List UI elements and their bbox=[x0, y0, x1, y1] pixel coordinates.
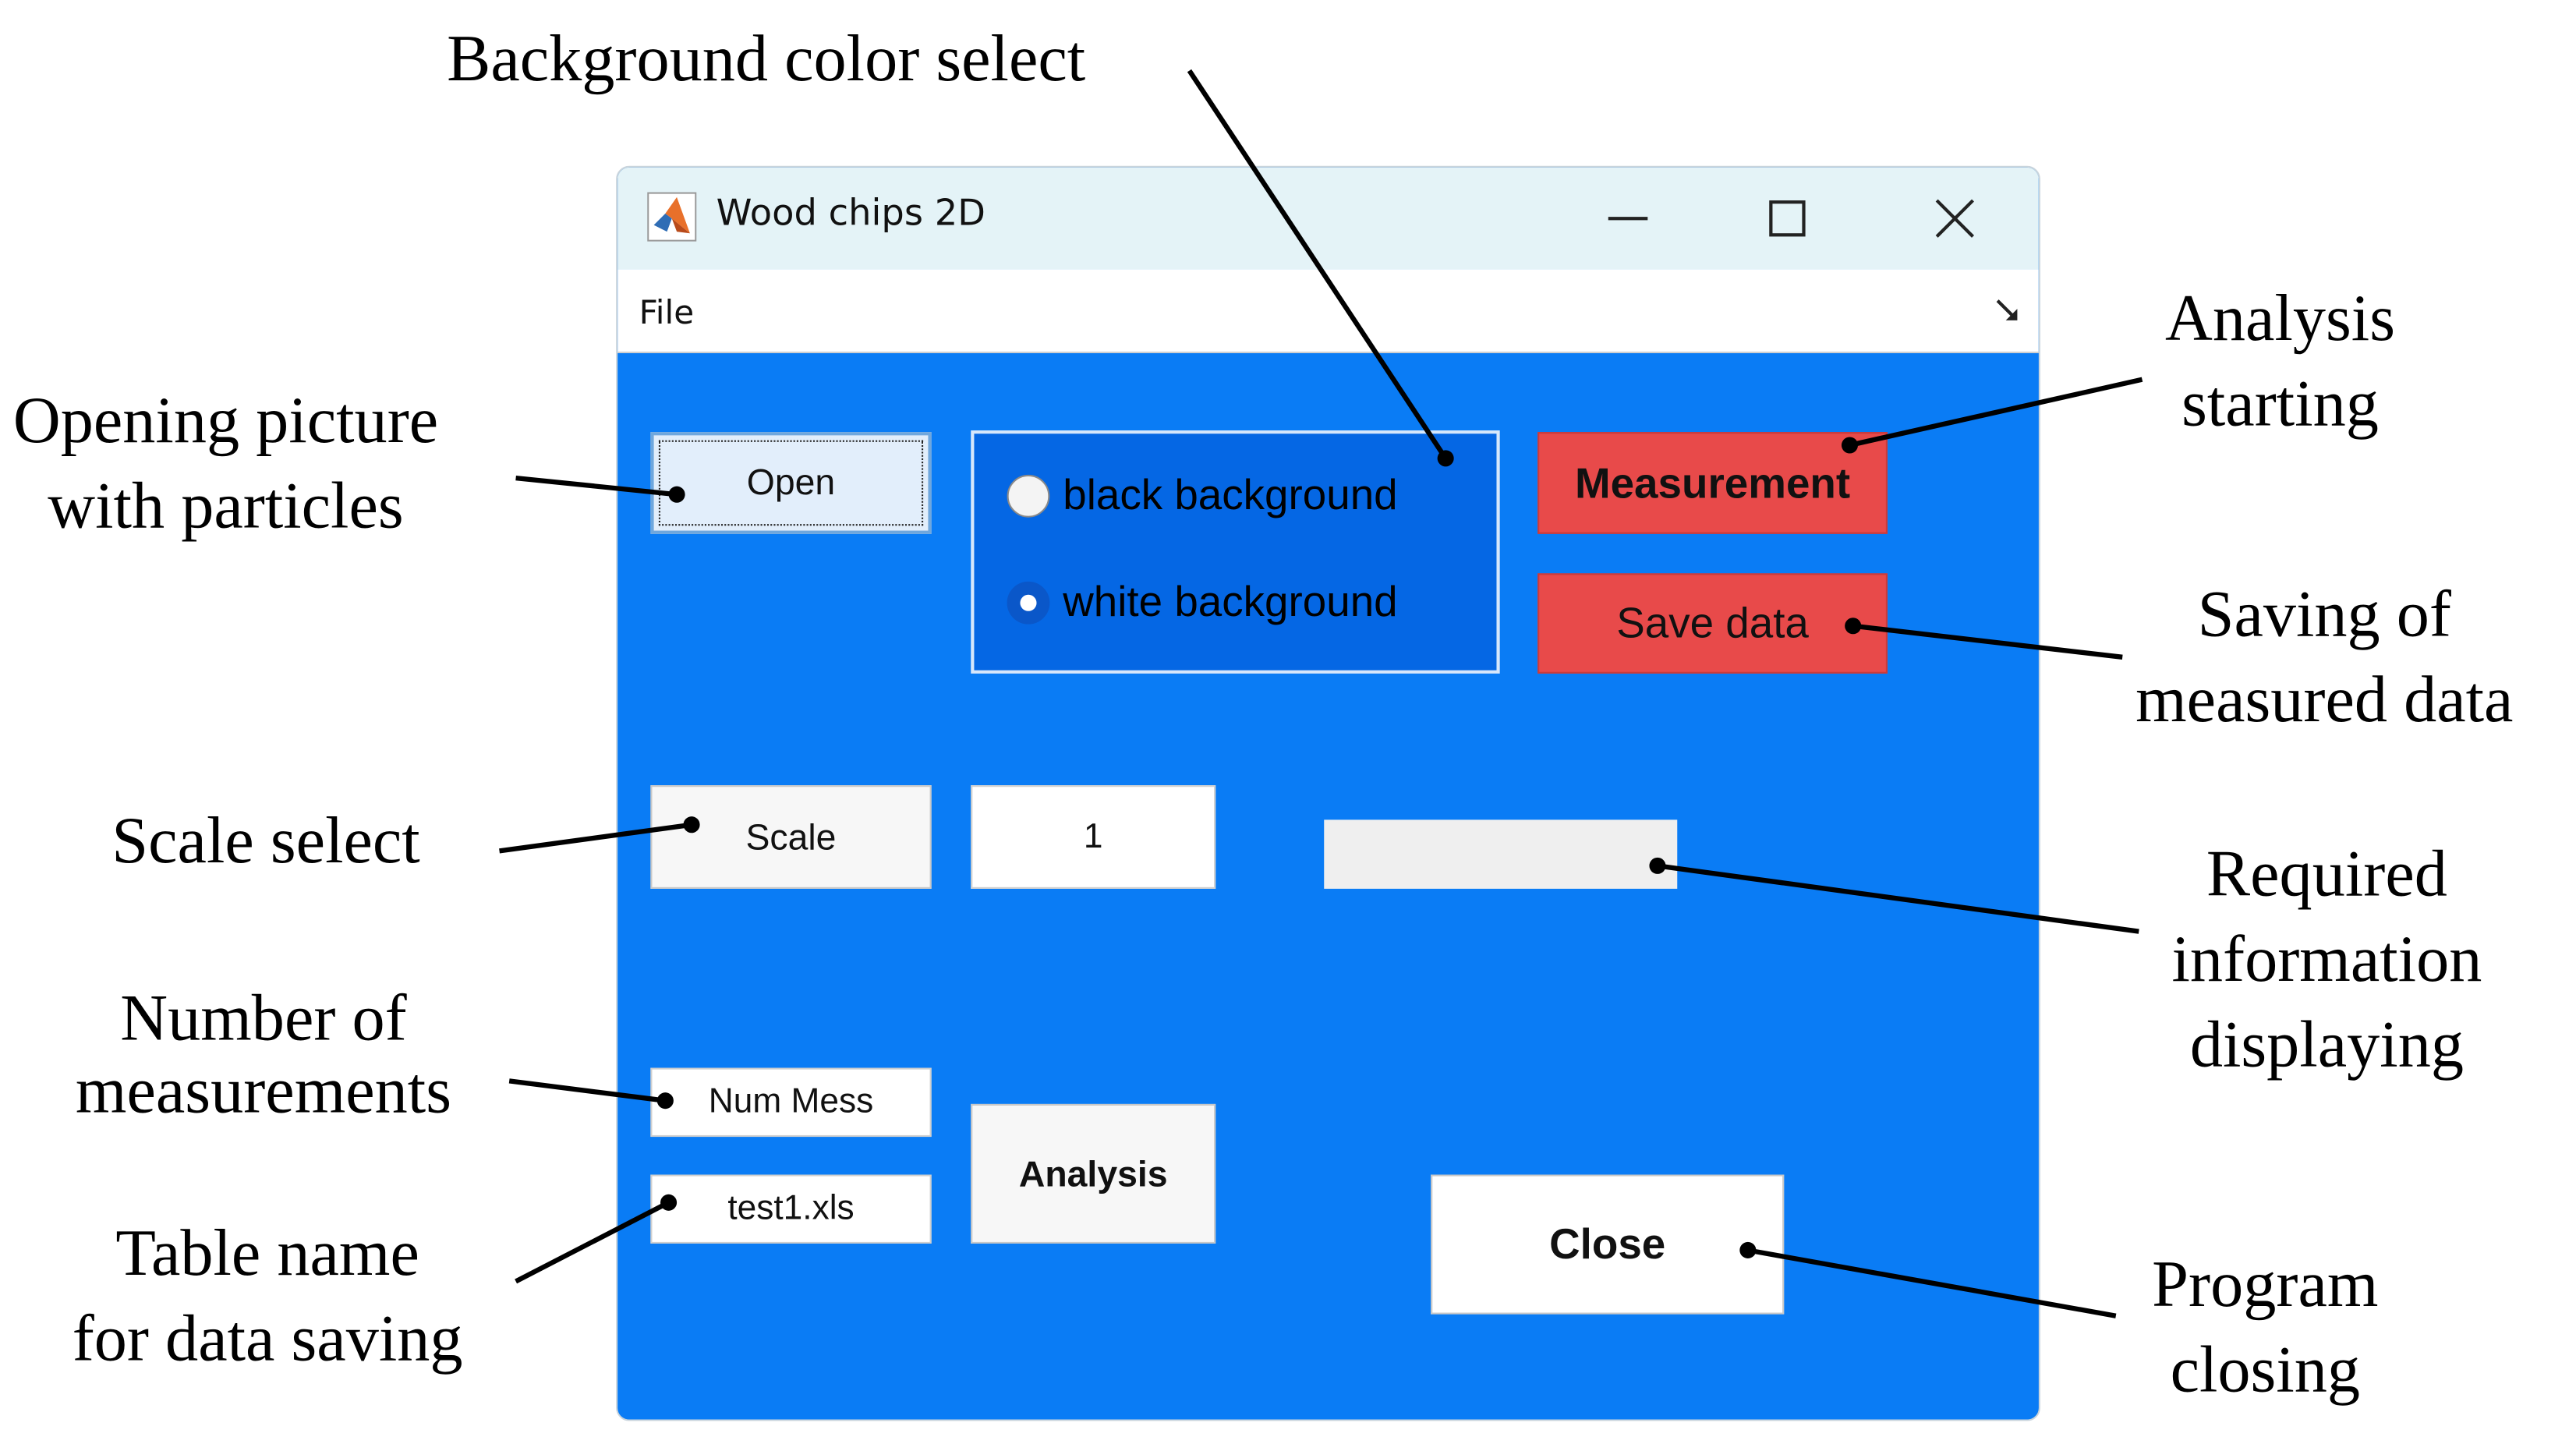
scale-button-label: Scale bbox=[745, 816, 837, 857]
scale-button[interactable]: Scale bbox=[650, 785, 932, 889]
leader-dot bbox=[1845, 618, 1862, 635]
leader-scale bbox=[499, 822, 692, 854]
leader-dot bbox=[1649, 857, 1666, 874]
title-bar[interactable]: Wood chips 2D bbox=[617, 167, 2039, 270]
leader-measurement bbox=[1849, 377, 2143, 448]
open-button[interactable]: Open bbox=[650, 432, 932, 534]
scale-value-field[interactable]: 1 bbox=[971, 785, 1216, 889]
maximize-icon[interactable] bbox=[1760, 190, 1816, 246]
leader-background-color bbox=[1187, 69, 1448, 460]
save-data-button-label: Save data bbox=[1616, 597, 1809, 648]
leader-dot bbox=[683, 816, 700, 833]
leader-dot bbox=[668, 486, 685, 503]
radio-circle-icon bbox=[1007, 473, 1050, 517]
callout-opening-picture: Opening picture with particles bbox=[12, 382, 439, 543]
leader-table-name bbox=[515, 1200, 670, 1284]
info-display-field bbox=[1324, 819, 1678, 889]
radio-label: black background bbox=[1063, 469, 1398, 519]
num-mess-field[interactable]: Num Mess bbox=[650, 1067, 932, 1138]
analysis-button[interactable]: Analysis bbox=[971, 1103, 1216, 1244]
callout-scale-select: Scale select bbox=[111, 803, 420, 878]
minimize-icon[interactable] bbox=[1600, 190, 1656, 246]
window-title: Wood chips 2D bbox=[716, 193, 985, 235]
measurement-button-label: Measurement bbox=[1574, 457, 1851, 508]
callout-number-of-measurements: Number of measurements bbox=[75, 980, 452, 1127]
radio-white-background[interactable]: white background bbox=[1007, 577, 1398, 628]
leader-dot bbox=[656, 1092, 674, 1109]
callout-background-color-select: Background color select bbox=[447, 21, 1086, 96]
close-window-icon[interactable] bbox=[1927, 190, 1983, 246]
leader-info-display bbox=[1657, 863, 2139, 934]
table-name-field[interactable]: test1.xls bbox=[650, 1174, 932, 1244]
radio-dot bbox=[1020, 593, 1037, 610]
num-mess-value: Num Mess bbox=[708, 1082, 874, 1120]
callout-program-closing: Program closing bbox=[2152, 1247, 2379, 1407]
open-button-label: Open bbox=[746, 462, 836, 503]
radio-selected-icon bbox=[1007, 580, 1050, 624]
measurement-button[interactable]: Measurement bbox=[1537, 432, 1888, 534]
close-button[interactable]: Close bbox=[1431, 1174, 1785, 1315]
radio-black-background[interactable]: black background bbox=[1007, 470, 1398, 521]
scale-value: 1 bbox=[1083, 817, 1103, 855]
close-button-label: Close bbox=[1549, 1219, 1666, 1269]
callout-table-name: Table name for data saving bbox=[72, 1216, 463, 1375]
radio-label: white background bbox=[1063, 576, 1398, 626]
leader-close bbox=[1747, 1248, 2117, 1318]
table-name-value: test1.xls bbox=[727, 1189, 855, 1227]
leader-dot bbox=[660, 1194, 678, 1211]
callout-saving-data: Saving of measured data bbox=[2135, 576, 2514, 736]
analysis-button-label: Analysis bbox=[1018, 1152, 1168, 1194]
dock-arrow-icon[interactable] bbox=[1993, 296, 2022, 325]
menu-file[interactable]: File bbox=[639, 292, 695, 332]
background-color-group: black background white background bbox=[971, 430, 1500, 674]
callout-required-info: Required information displaying bbox=[2171, 836, 2482, 1081]
save-data-button[interactable]: Save data bbox=[1537, 573, 1888, 674]
leader-dot bbox=[1739, 1241, 1757, 1258]
leader-open bbox=[515, 475, 678, 497]
leader-save-data bbox=[1852, 623, 2123, 660]
leader-num-mess bbox=[508, 1078, 666, 1103]
leader-dot bbox=[1841, 437, 1859, 454]
matlab-logo-icon bbox=[647, 192, 697, 242]
leader-dot bbox=[1437, 450, 1454, 467]
callout-analysis-starting: Analysis starting bbox=[2165, 281, 2396, 441]
